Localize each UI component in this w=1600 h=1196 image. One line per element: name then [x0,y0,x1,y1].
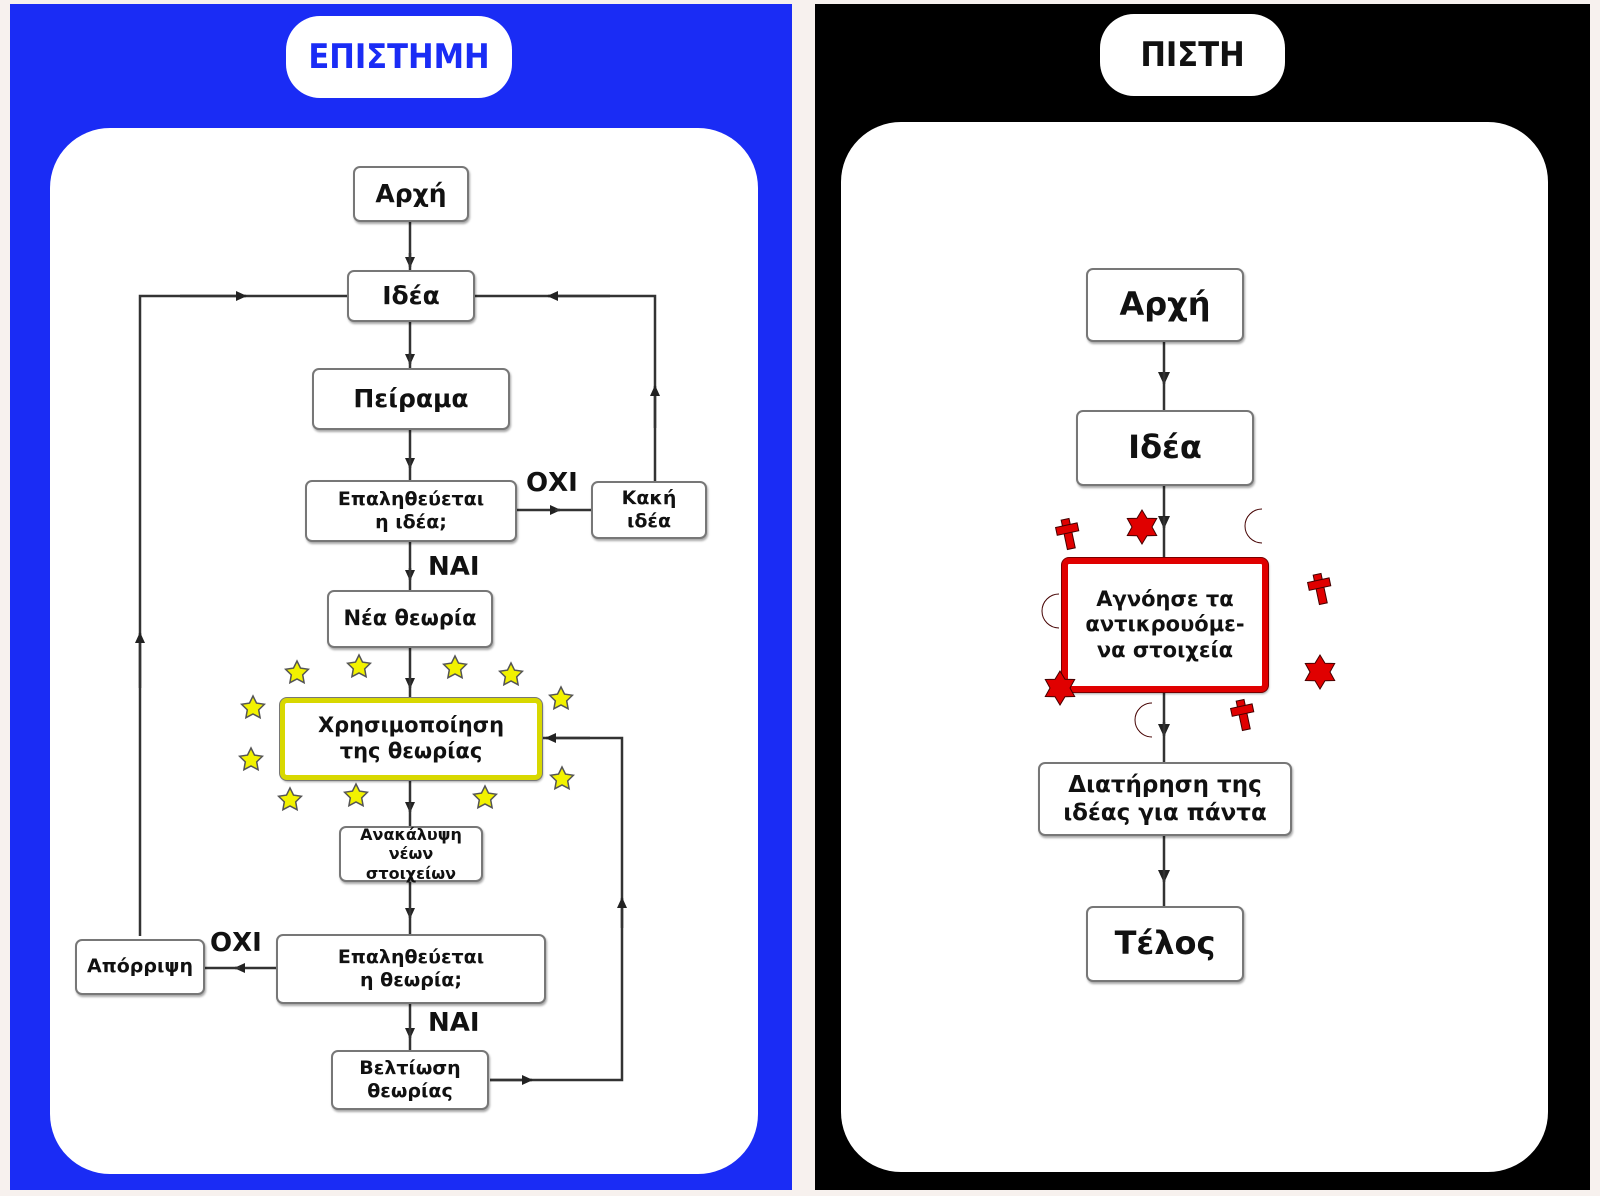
star-icon [548,685,574,711]
faith-flowchart-area: Αρχή Ιδέα Αγνόησε τα αντικρουόμε- να στο… [841,122,1548,1172]
science-panel: ΕΠΙΣΤΗΜΗ [10,4,792,1190]
node-theory-verified: Επαληθεύεται η θεωρία; [276,934,546,1004]
star-icon [343,782,369,808]
star-icon [498,661,524,687]
faith-panel: ΠΙΣΤΗ Αρχή Ιδέα Αγνόησε τα αντικρουόμε- [815,4,1590,1190]
node-improve-theory: Βελτίωση θεωρίας [331,1050,489,1110]
star-icon [346,653,372,679]
faith-connectors [1158,340,1170,906]
faith-node-end: Τέλος [1086,906,1244,982]
star-icon [549,765,575,791]
edge-label-theory-no: ΟΧΙ [210,928,262,958]
edge-label-idea-yes: ΝΑΙ [428,552,480,582]
crescent-icon [1244,508,1263,544]
node-idea-verified: Επαληθεύεται η ιδέα; [305,480,517,542]
node-idea: Ιδέα [347,270,475,322]
science-flowchart-area: Αρχή Ιδέα Πείραμα Επαληθεύεται η ιδέα; Κ… [50,128,758,1174]
star-icon [238,746,264,772]
faith-node-idea: Ιδέα [1076,410,1254,486]
star-of-david-icon [1304,654,1336,690]
star-icon [472,784,498,810]
faith-node-ignore: Αγνόησε τα αντικρουόμε- να στοιχεία [1062,558,1268,692]
node-start: Αρχή [353,166,469,222]
star-icon [240,694,266,720]
science-connectors [135,220,660,1085]
star-icon [277,786,303,812]
science-title: ΕΠΙΣΤΗΜΗ [286,16,512,98]
node-experiment: Πείραμα [312,368,510,430]
node-new-theory: Νέα θεωρία [327,590,493,648]
star-of-david-icon [1044,670,1076,706]
cross-icon [1229,698,1255,732]
faith-node-keep-idea: Διατήρηση της ιδέας για πάντα [1038,762,1292,836]
faith-symbols [1041,508,1336,738]
node-rejection: Απόρριψη [75,939,205,995]
star-of-david-icon [1126,509,1158,545]
faith-title: ΠΙΣΤΗ [1100,14,1285,96]
edge-label-idea-no: ΟΧΙ [526,468,578,498]
edge-label-theory-yes: ΝΑΙ [428,1008,480,1038]
crescent-icon [1041,593,1060,629]
node-bad-idea: Κακή ιδέα [591,481,707,539]
node-use-theory: Χρησιμοποίηση της θεωρίας [280,698,542,780]
edge-rejection-idea [138,294,348,936]
cross-icon [1306,572,1332,606]
star-icon [442,654,468,680]
science-stars [238,653,575,812]
cross-icon [1054,517,1080,551]
crescent-icon [1134,702,1153,738]
faith-node-start: Αρχή [1086,268,1244,342]
node-new-evidence: Ανακάλυψη νέων στοιχείων [339,825,483,883]
star-icon [284,659,310,685]
